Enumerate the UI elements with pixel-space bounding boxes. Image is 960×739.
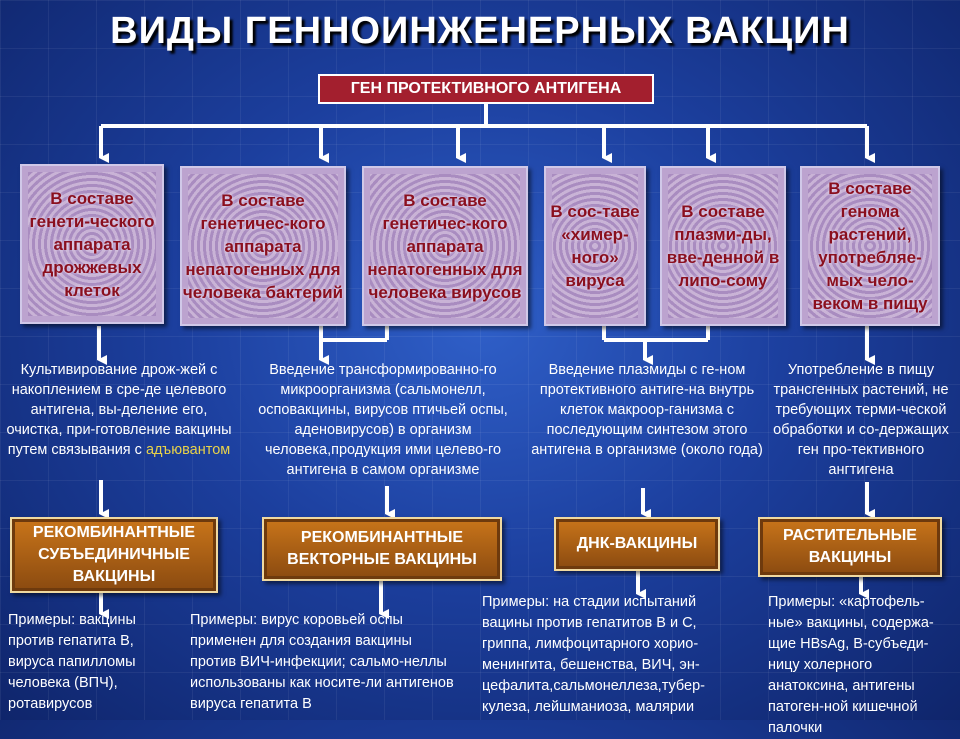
vaccine-dna-box: ДНК-ВАКЦИНЫ bbox=[554, 517, 720, 571]
adjuvant-highlight: адъювантом bbox=[145, 442, 231, 458]
examples-dna: Примеры: на стадии испытаний вацины прот… bbox=[482, 594, 706, 715]
description-dna: Введение плазмиды с ге-ном протективного… bbox=[531, 362, 763, 458]
route-yeast: В составе генети-ческого аппарата дрожже… bbox=[20, 164, 164, 324]
route-yeast-label: В составе генети-ческого аппарата дрожже… bbox=[29, 188, 155, 300]
page-title: ВИДЫ ГЕННОИНЖЕНЕРНЫХ ВАКЦИН bbox=[110, 10, 850, 52]
route-viruses: В составе генетичес-кого аппарата непато… bbox=[362, 166, 528, 326]
route-plant-genome: В составе генома растений, употребляе-мы… bbox=[800, 166, 940, 326]
route-viruses-label: В составе генетичес-кого аппарата непато… bbox=[367, 190, 523, 302]
description-yeast-text: Культивирование дрож-жей с накоплением в… bbox=[6, 362, 232, 458]
description-plant: Употребление в пищу трансгенных растений… bbox=[773, 362, 949, 478]
vaccine-subunit-box: РЕКОМБИНАНТНЫЕ СУБЪЕДИНИЧНЫЕ ВАКЦИНЫ bbox=[10, 517, 218, 593]
route-chimeric-virus-label: В сос-таве «химер-ного» вируса bbox=[550, 202, 640, 290]
route-chimeric-virus: В сос-таве «химер-ного» вируса bbox=[544, 166, 646, 326]
route-plasmid-liposome-label: В составе плазми-ды, вве-денной в липо-с… bbox=[666, 202, 780, 290]
route-bacteria: В составе генетичес-кого аппарата непато… bbox=[180, 166, 346, 326]
route-plant-genome-label: В составе генома растений, употребляе-мы… bbox=[812, 179, 928, 313]
description-vector: Введение трансформированно-го микроорган… bbox=[258, 362, 508, 478]
connector-lines bbox=[97, 153, 875, 619]
protective-antigen-gene-box: ГЕН ПРОТЕКТИВНОГО АНТИГЕНА bbox=[318, 74, 654, 104]
route-bacteria-label: В составе генетичес-кого аппарата непато… bbox=[182, 190, 344, 302]
vaccine-vector-box: РЕКОМБИНАНТНЫЕ ВЕКТОРНЫЕ ВАКЦИНЫ bbox=[262, 517, 502, 581]
examples-subunit: Примеры: вакцины против гепатита В, виру… bbox=[8, 612, 136, 712]
vaccine-plant-box: РАСТИТЕЛЬНЫЕ ВАКЦИНЫ bbox=[758, 517, 942, 577]
route-plasmid-liposome: В составе плазми-ды, вве-денной в липо-с… bbox=[660, 166, 786, 326]
examples-vector: Примеры: вирус коровьей оспы применен дл… bbox=[190, 612, 454, 712]
description-yeast: Культивирование дрож-жей с накоплением в… bbox=[6, 360, 232, 460]
examples-plant: Примеры: «картофель-ные» вакцины, содерж… bbox=[768, 594, 934, 736]
